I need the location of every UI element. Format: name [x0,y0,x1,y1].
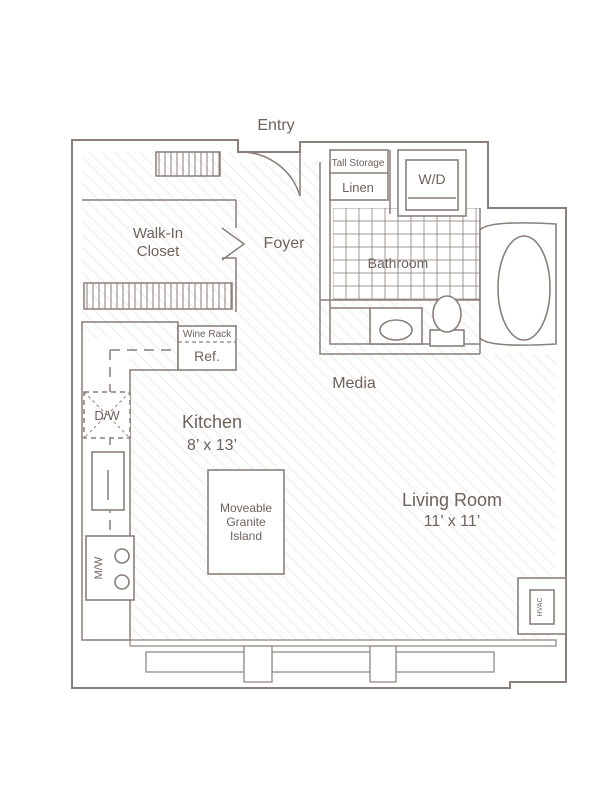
island-label-line2: Granite [226,515,266,529]
toilet-bowl [432,295,462,333]
hvac-unit [529,589,555,625]
hvac-label: HVAC [537,598,544,617]
refrigerator-label: Ref. [194,348,220,364]
bathroom-wall [319,162,481,355]
kitchen-size-label: 8’ x 13’ [187,437,237,454]
closet-shelf-bottom [83,282,233,310]
bathroom-floor [333,208,480,300]
burner-2 [114,574,130,590]
bathtub-basin [497,235,551,341]
cooktop [85,535,135,601]
closet-shelf-top [155,151,221,177]
kitchen-island [207,469,285,575]
closet-bifold-door [221,227,246,261]
island-label-line3: Island [230,529,262,543]
walk-in-closet-label-line1: Walk-In [133,225,183,242]
bathroom-label: Bathroom [368,255,429,271]
dishwasher-cross [83,391,131,439]
washer-dryer-unit [405,159,459,211]
island-label-line1: Moveable [220,501,272,515]
refrigerator [177,325,237,371]
linen-closet [329,149,389,201]
closet-wall [82,199,237,312]
bathroom-sink [379,319,413,341]
kitchen-label: Kitchen [182,412,242,432]
wine-rack-label: Wine Rack [183,329,232,340]
microwave-label: M/W [93,556,105,579]
entry-door [237,148,301,197]
dishwasher-label: D/W [94,408,120,423]
burner-1 [114,548,130,564]
entry-label: Entry [257,117,294,134]
linen-label: Linen [342,180,374,195]
living-room-label: Living Room [402,490,502,510]
washer-dryer-label: W/D [418,171,445,187]
window-wall [129,639,557,683]
walk-in-closet-label-line2: Closet [137,243,180,260]
floor-area [82,152,556,640]
media-label: Media [332,375,376,392]
kitchen-counter [81,321,179,641]
kitchen-sink [91,451,125,511]
living-room-size-label: 11’ x 11’ [424,513,481,530]
foyer-label: Foyer [264,235,306,252]
tall-storage-label: Tall Storage [332,158,385,169]
